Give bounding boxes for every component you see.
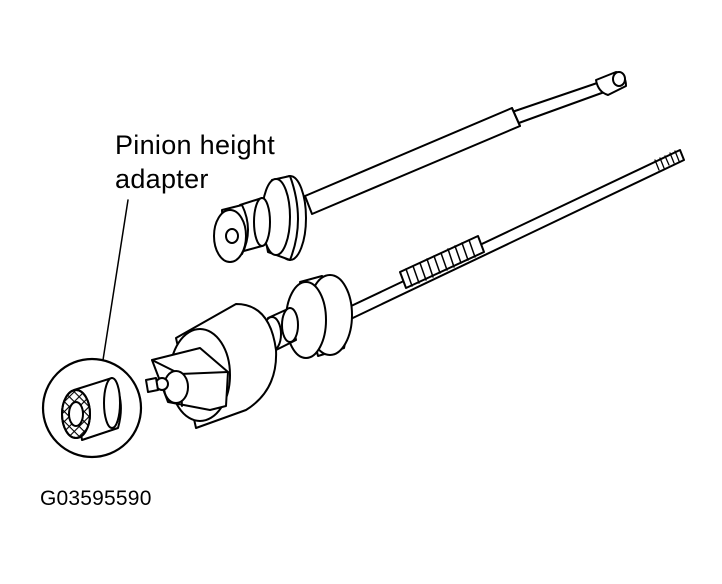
upper-rod [304,71,627,215]
callout-label-line2: adapter [115,164,209,194]
callout-label: Pinion height adapter [115,128,275,196]
front-block [145,347,229,411]
upper-adapter [213,197,271,263]
figure-id: G03595590 [40,487,152,510]
callout-label-line1: Pinion height [115,130,276,160]
callout-leader [102,199,129,361]
lower-rod [329,149,685,327]
detail-circle [41,357,143,459]
